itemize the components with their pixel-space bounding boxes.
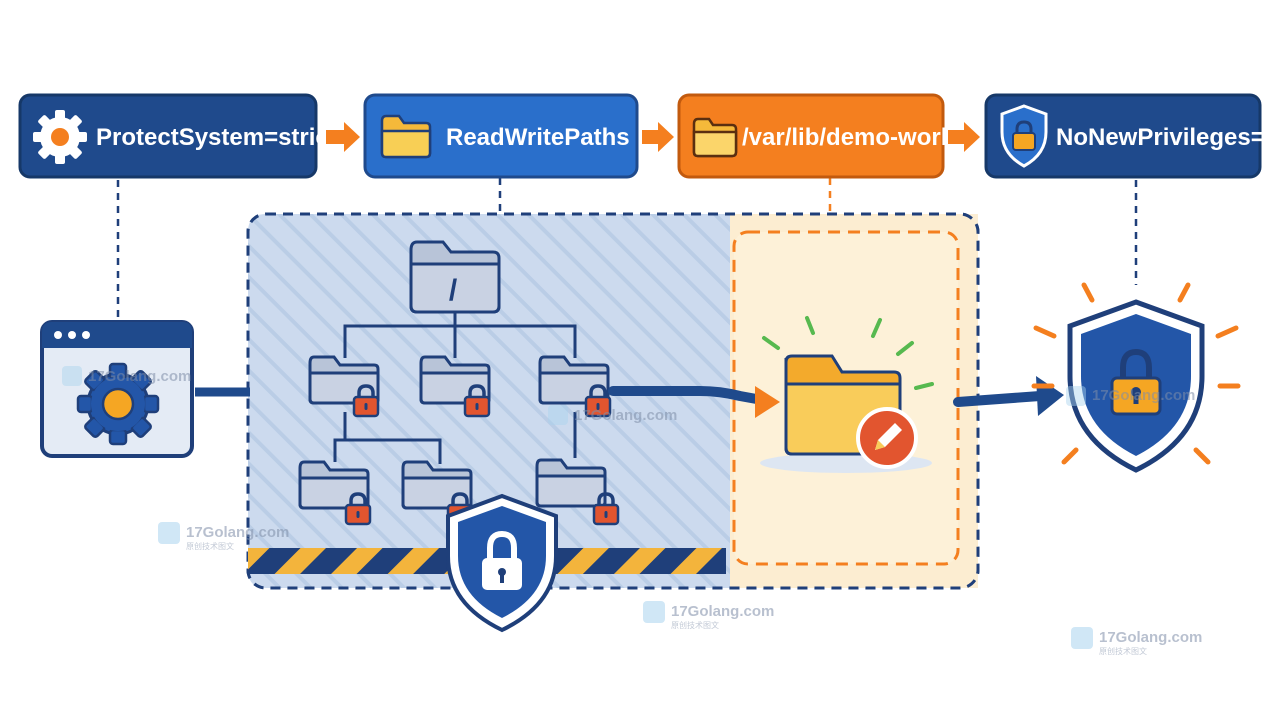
service-window-icon (40, 320, 194, 458)
svg-text:17Golang.com: 17Golang.com (1099, 629, 1202, 646)
shield-lock-icon (1000, 104, 1048, 168)
svg-text:17Golang.com: 17Golang.com (671, 603, 774, 620)
tree-lines (333, 312, 577, 464)
step-readwritepaths: ReadWritePaths (363, 93, 639, 179)
step-label: NoNewPrivileges=yes (1056, 124, 1280, 151)
flow-arrow-body (608, 386, 767, 405)
header-arrows (326, 122, 980, 152)
svg-text:17Golang.com: 17Golang.com (88, 368, 191, 385)
svg-text:原创技术图文: 原创技术图文 (671, 620, 719, 630)
edit-pencil-icon (856, 407, 918, 469)
watermark: 17Golang.com (62, 366, 191, 386)
glow-rays (1031, 282, 1241, 465)
svg-text:17Golang.com: 17Golang.com (186, 524, 289, 541)
step-nonewprivileges: NoNewPrivileges=yes (984, 93, 1280, 179)
flow-arrow-body-right (953, 391, 1045, 407)
watermark: 17Golang.com (1066, 386, 1195, 406)
shield-lock-icon (446, 493, 558, 633)
watermark: 17Golang.com 原创技术图文 (158, 522, 289, 551)
watermark: 17Golang.com (548, 405, 677, 425)
flow-arrowhead (755, 386, 780, 418)
privilege-shield-icon (1031, 282, 1241, 473)
step-label: ReadWritePaths (446, 124, 630, 151)
folder-icon (380, 114, 432, 159)
writable-folder (760, 316, 934, 473)
root-folder-label: / (449, 274, 458, 307)
gear-icon (76, 362, 160, 446)
folder-icon (692, 117, 738, 158)
flow-arrowhead-right (1036, 376, 1064, 416)
gear-icon (33, 110, 87, 164)
svg-text:17Golang.com: 17Golang.com (574, 407, 677, 424)
step-var-lib-demo-worker: /var/lib/demo-worker (677, 93, 977, 179)
root-folder: / (409, 240, 501, 314)
watermark: 17Golang.com 原创技术图文 (1071, 627, 1202, 656)
step-protectsystem: ProtectSystem=strict (18, 93, 337, 179)
step-label: /var/lib/demo-worker (742, 124, 977, 151)
svg-text:17Golang.com: 17Golang.com (1092, 387, 1195, 404)
highlight-rays (762, 316, 934, 390)
svg-text:原创技术图文: 原创技术图文 (1099, 646, 1147, 656)
svg-text:原创技术图文: 原创技术图文 (186, 541, 234, 551)
step-label: ProtectSystem=strict (96, 124, 337, 151)
watermark: 17Golang.com 原创技术图文 (643, 601, 774, 630)
